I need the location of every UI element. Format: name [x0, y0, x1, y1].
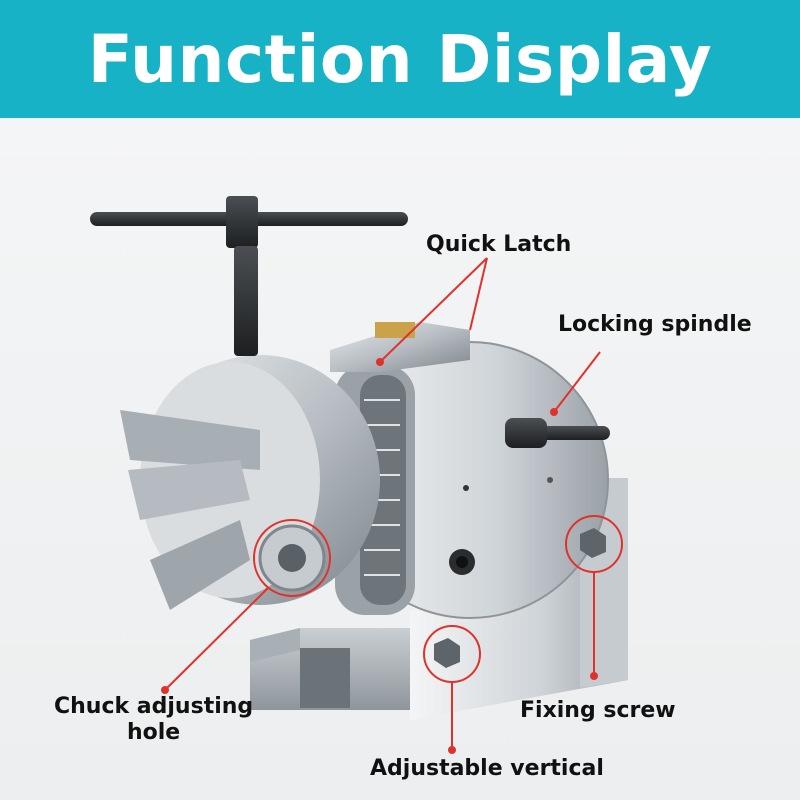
t-handle-key: [90, 196, 408, 356]
label-chuck-line1: Chuck adjusting: [54, 694, 254, 719]
header-banner: Function Display: [0, 0, 800, 118]
callout-lines: [164, 257, 623, 750]
page-title: Function Display: [87, 20, 713, 98]
label-fixing-screw: Fixing screw: [520, 698, 676, 723]
label-locking-spindle: Locking spindle: [558, 312, 752, 337]
label-quick-latch: Quick Latch: [426, 232, 572, 257]
callout-dots: [161, 358, 598, 754]
locking-spindle-handle: [505, 418, 610, 448]
label-chuck-adjusting-hole: Chuck adjusting hole: [54, 694, 253, 747]
quick-latch: [330, 322, 470, 372]
label-chuck-line2: hole: [126, 720, 181, 746]
fixing-screw-bolt: [434, 528, 606, 668]
label-adjustable-vertical: Adjustable vertical: [370, 756, 604, 781]
three-jaw-chuck: [120, 355, 380, 610]
